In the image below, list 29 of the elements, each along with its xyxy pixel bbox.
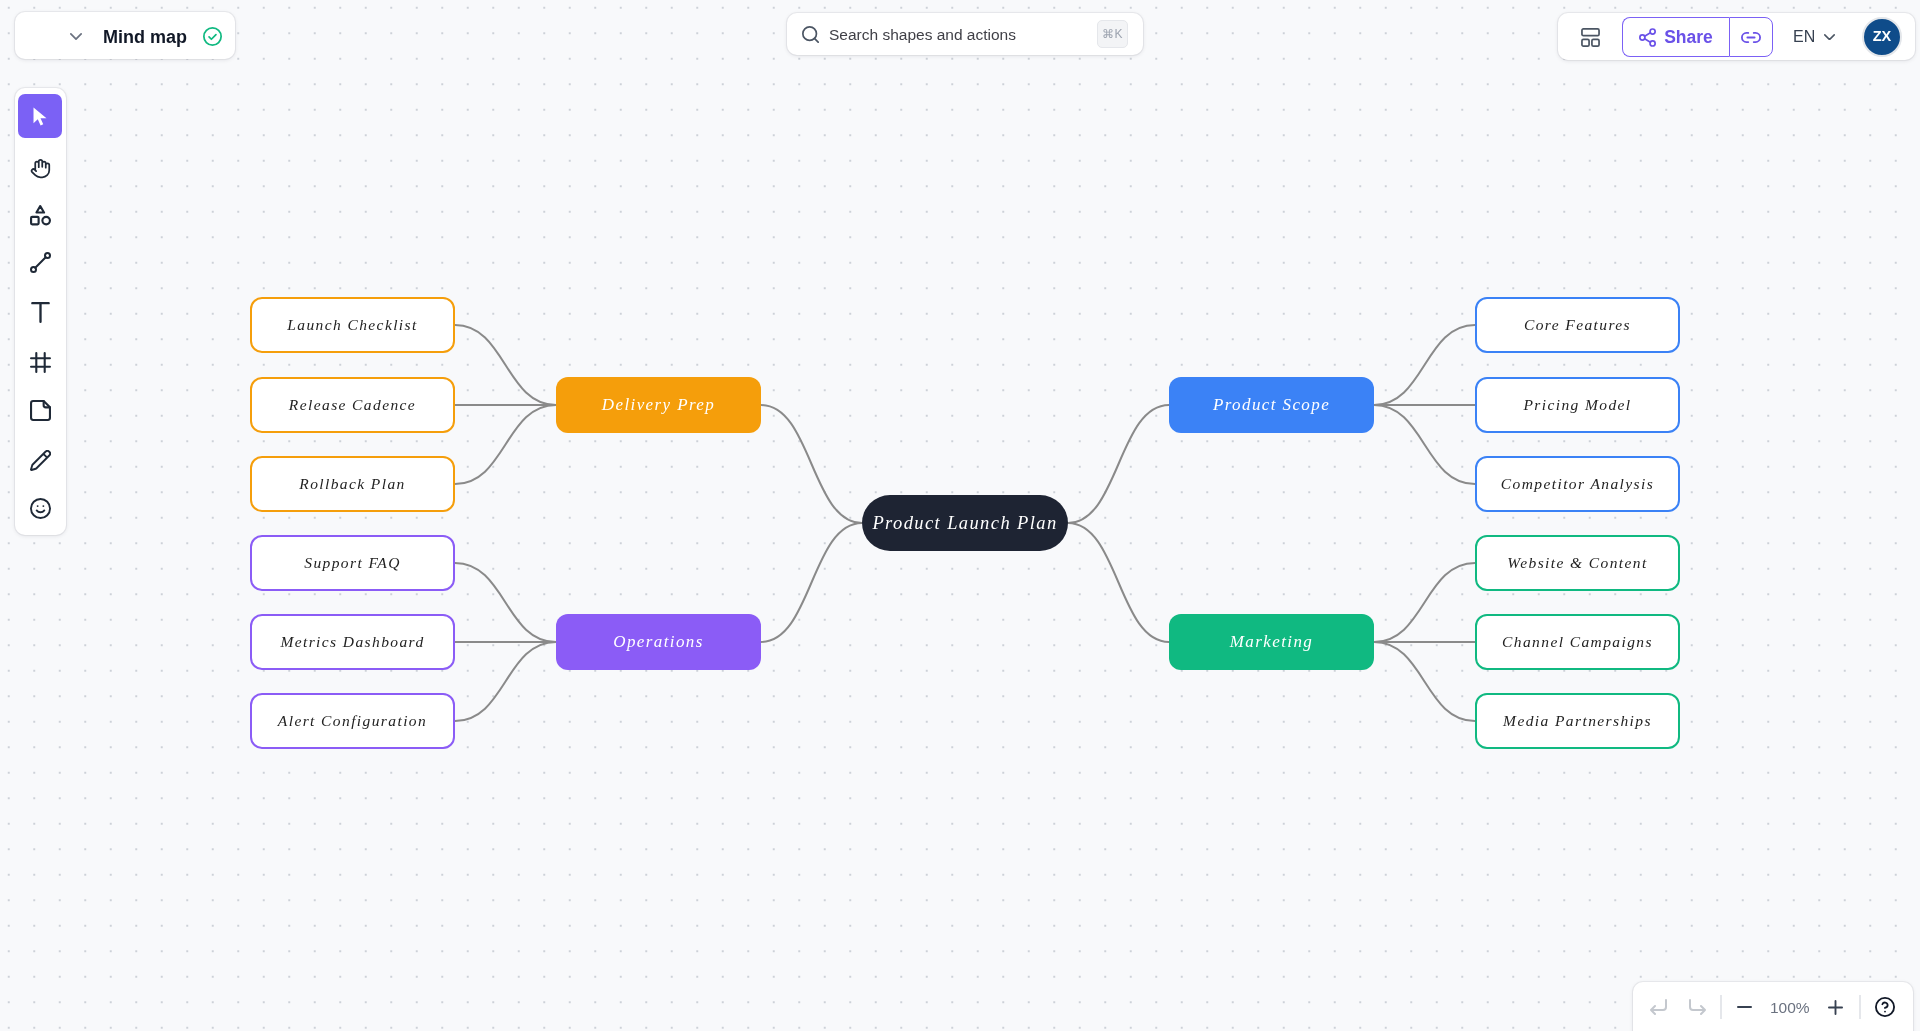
curved-connector [1373, 404, 1476, 485]
search-placeholder: Search shapes and actions [829, 25, 1016, 44]
subtopic-node: Launch Checklist [250, 297, 455, 353]
subtopic-node: Channel Campaigns [1475, 614, 1680, 670]
share-button: Share [1622, 17, 1729, 57]
central-topic-node: Product Launch Plan [862, 495, 1068, 551]
branch-topic-node: Delivery Prep [556, 377, 761, 433]
subtopic-node: Alert Configuration [250, 693, 455, 749]
zoom-level-text: 100% [1770, 998, 1810, 1017]
branch-topic-node: Product Scope [1169, 377, 1374, 433]
curved-connector [454, 641, 557, 722]
curved-connector [1067, 522, 1170, 643]
subtopic-node: Website & Content [1475, 535, 1680, 591]
subtopic-node: Media Partnerships [1475, 693, 1680, 749]
branch-topic-node: Marketing [1169, 614, 1374, 670]
subtopic-node: Rollback Plan [250, 456, 455, 512]
subtopic-node: Pricing Model [1475, 377, 1680, 433]
branch-topic-node: Operations [556, 614, 761, 670]
curved-connector [1373, 641, 1476, 722]
language-selector: EN [1793, 25, 1836, 49]
subtopic-node: Support FAQ [250, 535, 455, 591]
subtopic-node: Competitor Analysis [1475, 456, 1680, 512]
subtopic-node: Release Cadence [250, 377, 455, 433]
subtopic-node: Core Features [1475, 297, 1680, 353]
curved-connector [760, 522, 863, 643]
document-title: Mind map [103, 26, 187, 49]
keyboard-shortcut-key: ⌘K [1097, 20, 1128, 48]
curved-connector [454, 404, 557, 485]
subtopic-node: Metrics Dashboard [250, 614, 455, 670]
